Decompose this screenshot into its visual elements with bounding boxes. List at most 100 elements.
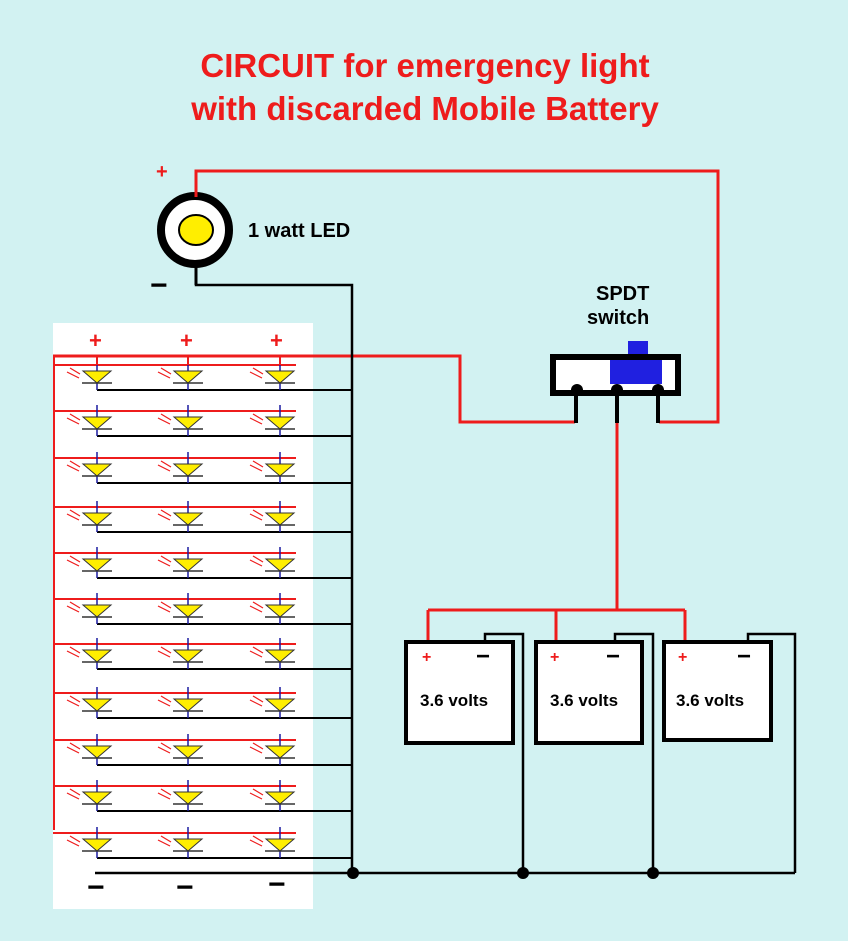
led-symbol (172, 604, 204, 618)
led-light-arrow (66, 839, 80, 847)
switch-slider[interactable] (610, 360, 662, 384)
array-positive-wire (53, 354, 575, 424)
battery-body (404, 640, 515, 745)
led-minus-label: − (150, 269, 168, 302)
led-light-arrow (69, 835, 81, 843)
switch-label-line-1: SPDT (596, 283, 649, 305)
battery-2-minus-lead (613, 632, 655, 873)
led-symbol (81, 745, 113, 759)
led-light-arrow (157, 839, 171, 847)
led-light-arrow (252, 835, 264, 843)
led-symbol (81, 604, 113, 618)
led-light-arrow (252, 460, 264, 468)
led-symbol (172, 745, 204, 759)
array-terminal-labels: + + + − − − (87, 328, 286, 904)
led-symbol (264, 512, 296, 526)
led-light-arrow (69, 646, 81, 654)
led-light-arrow (66, 513, 80, 521)
led-light-arrow (249, 746, 263, 754)
led-symbol (264, 838, 296, 852)
battery-minus-label: − (737, 643, 751, 670)
led-symbol (264, 558, 296, 572)
battery: + − 3.6 volts (662, 640, 773, 742)
led-light-arrow (66, 650, 80, 658)
led-light-arrow (252, 742, 264, 750)
led-light-arrow (66, 699, 80, 707)
led-light-arrow (249, 699, 263, 707)
led-light-arrow (160, 413, 172, 421)
led-positive-wire (194, 169, 720, 424)
battery-body (534, 640, 644, 745)
led-symbol (172, 512, 204, 526)
led-light-arrow (69, 555, 81, 563)
led-light-arrow (157, 371, 171, 379)
led-symbol (81, 463, 113, 477)
title-line-1: CIRCUIT for emergency light (200, 47, 650, 84)
led-light-arrow (69, 788, 81, 796)
diagram-title: CIRCUIT for emergency light with discard… (0, 44, 848, 130)
led-light-arrow (249, 559, 263, 567)
led-symbol (172, 649, 204, 663)
battery-plus-label: + (422, 649, 431, 666)
led-light-arrow (69, 742, 81, 750)
led-light-arrow (69, 413, 81, 421)
array-plus-label: + (180, 328, 193, 353)
led-light-arrow (249, 605, 263, 613)
battery-voltage-label: 3.6 volts (676, 691, 744, 710)
led-light-arrow (69, 695, 81, 703)
led-light-arrow (252, 788, 264, 796)
led-light-arrow (249, 513, 263, 521)
led-light-arrow (249, 792, 263, 800)
led-light-arrow (249, 371, 263, 379)
switch-pin-dot (611, 384, 623, 396)
led-light-arrow (157, 792, 171, 800)
led-light-arrow (160, 695, 172, 703)
led-symbol (81, 416, 113, 430)
led-symbol (172, 698, 204, 712)
led-light-arrow (249, 417, 263, 425)
led-symbol (264, 463, 296, 477)
led-light-arrow (160, 742, 172, 750)
led-light-arrow (157, 464, 171, 472)
led-symbol (81, 838, 113, 852)
led-light-arrow (66, 371, 80, 379)
led-light-arrow (249, 464, 263, 472)
led-symbol (81, 791, 113, 805)
switch-knob-top (628, 341, 648, 357)
led-symbol (172, 791, 204, 805)
led-light-arrow (249, 650, 263, 658)
led-light-arrow (69, 460, 81, 468)
led-light-arrow (69, 601, 81, 609)
led-symbol (81, 512, 113, 526)
led-symbol (264, 370, 296, 384)
battery: + − 3.6 volts (534, 640, 644, 745)
junction-dot (647, 867, 659, 879)
led-light-arrow (160, 646, 172, 654)
led-light-arrow (252, 367, 264, 375)
battery-1-minus-lead (483, 632, 525, 873)
led-light-arrow (66, 464, 80, 472)
led-light-arrow (66, 792, 80, 800)
led-light-arrow (66, 559, 80, 567)
led-light-arrow (157, 746, 171, 754)
led-symbol (172, 838, 204, 852)
led-symbol (172, 416, 204, 430)
led-array (53, 356, 352, 859)
led-symbol (81, 698, 113, 712)
power-led: + − 1 watt LED (150, 161, 350, 302)
battery-voltage-label: 3.6 volts (550, 691, 618, 710)
array-minus-label: − (87, 871, 105, 904)
led-light-arrow (66, 605, 80, 613)
led-light-arrow (160, 835, 172, 843)
led-light-arrow (160, 788, 172, 796)
led-light-arrow (252, 413, 264, 421)
led-symbol (264, 604, 296, 618)
led-light-arrow (157, 559, 171, 567)
spdt-switch[interactable]: SPDT switch (550, 283, 681, 423)
battery-pack: + − 3.6 volts + − 3.6 volts + − 3.6 volt… (404, 640, 773, 745)
led-symbol (172, 463, 204, 477)
positive-wiring (53, 169, 720, 642)
led-symbol (81, 558, 113, 572)
